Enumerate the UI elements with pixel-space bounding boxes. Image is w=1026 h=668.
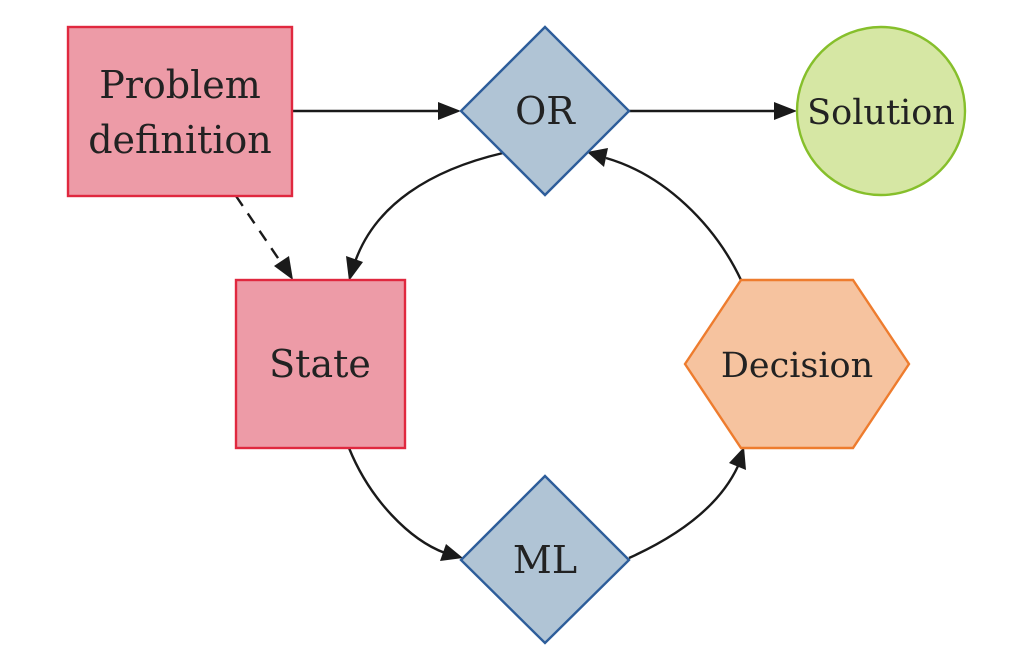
node-problem-definition-label-line1: Problem xyxy=(99,63,261,107)
edge-problem-definition-to-state xyxy=(235,195,283,265)
node-or-label: OR xyxy=(515,89,576,133)
node-state: State xyxy=(234,278,407,450)
node-decision-label: Decision xyxy=(721,346,873,386)
node-problem-definition: Problem definition xyxy=(66,25,294,198)
node-or-shape xyxy=(459,25,631,197)
node-state-label: State xyxy=(269,342,371,386)
node-solution-label: Solution xyxy=(807,93,955,133)
node-ml-shape xyxy=(459,474,631,645)
arrowhead-problem-definition-to-state xyxy=(274,256,293,280)
node-decision-shape xyxy=(683,278,911,450)
node-state-shape xyxy=(234,278,407,450)
edge-or-to-state xyxy=(353,151,504,263)
edges xyxy=(235,102,797,561)
node-or: OR xyxy=(459,25,631,197)
arrowhead-problem-definition-to-or xyxy=(438,102,461,120)
node-solution: Solution xyxy=(795,25,967,197)
arrowhead-or-to-solution xyxy=(774,102,797,120)
node-decision: Decision xyxy=(683,278,911,450)
node-solution-shape xyxy=(795,25,967,197)
arrowhead-ml-to-decision xyxy=(729,447,746,470)
node-ml-label: ML xyxy=(513,538,577,582)
arrowhead-decision-to-or xyxy=(587,148,608,167)
node-ml: ML xyxy=(459,474,631,645)
arrowhead-or-to-state xyxy=(346,256,363,281)
node-problem-definition-label-line2: definition xyxy=(88,118,272,162)
node-problem-definition-shape xyxy=(66,25,294,198)
edge-decision-to-or xyxy=(605,156,743,281)
edge-ml-to-decision xyxy=(628,465,740,560)
edge-state-to-ml xyxy=(347,447,446,555)
arrowhead-state-to-ml xyxy=(440,544,463,561)
